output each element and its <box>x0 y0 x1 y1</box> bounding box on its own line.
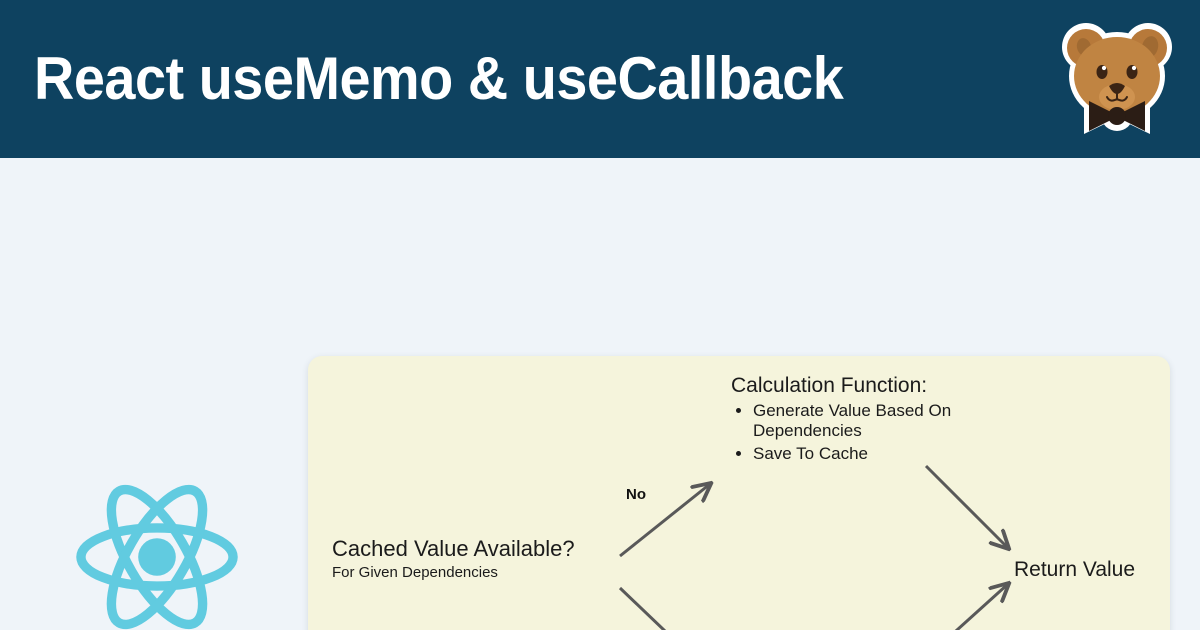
react-atom-icon <box>76 484 238 630</box>
node-decision-title: Cached Value Available? <box>332 536 575 561</box>
page-header: React useMemo & useCallback <box>0 0 1200 158</box>
node-decision-subtitle: For Given Dependencies <box>332 564 498 582</box>
arrow-retrieve-to-return <box>954 584 1008 630</box>
list-item: Generate Value Based On Dependencies <box>753 401 1021 442</box>
node-cached-value-decision: Cached Value Available? For Given Depend… <box>332 536 632 583</box>
node-calculation-bullets: Generate Value Based On Dependencies Sav… <box>753 401 1021 464</box>
list-item: Save To Cache <box>753 444 1021 464</box>
page-title: React useMemo & useCallback <box>34 45 844 112</box>
arrow-yes <box>618 586 667 630</box>
flow-arrows <box>618 464 1170 630</box>
arrow-calc-to-return <box>924 464 1008 548</box>
flow-diagram-card: Calculation Function: Generate Value Bas… <box>308 356 1170 630</box>
node-return-value: Return Value <box>1014 556 1170 583</box>
bear-mascot-icon <box>1062 23 1172 134</box>
arrow-no <box>619 484 710 558</box>
node-calculation-function: Calculation Function: Generate Value Bas… <box>731 374 1021 464</box>
edge-label-yes: Yes <box>618 628 644 630</box>
edge-label-no: No <box>626 486 646 503</box>
node-return-label: Return Value <box>1014 558 1136 581</box>
content-area: Calculation Function: Generate Value Bas… <box>0 158 1200 630</box>
node-calculation-title: Calculation Function: <box>731 374 928 397</box>
